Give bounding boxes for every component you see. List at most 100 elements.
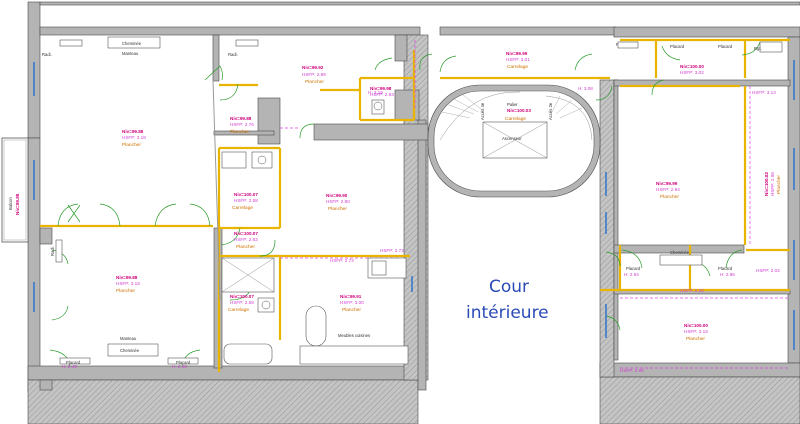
plan-label: Niv=100.07 <box>230 294 254 299</box>
plan-label: Plancher <box>230 129 249 135</box>
plan-label: HSFP: 3.18 <box>122 135 146 140</box>
plan-label: Plancher <box>122 142 141 148</box>
plan-shape <box>51 305 69 321</box>
plan-label: Niv=99.88 <box>116 275 138 280</box>
corridor-hsfp-1: HSFP: 2.73 <box>330 258 354 263</box>
balcony-label: Balcon <box>8 197 13 210</box>
closet-left-2: Placard <box>176 360 191 365</box>
plan-shape <box>299 123 315 139</box>
plan-shape <box>223 343 273 365</box>
plan-shape <box>57 203 79 227</box>
plan-shape <box>605 251 621 267</box>
plan-shape <box>51 249 69 265</box>
stair-well: Palier Niv=100.03 Carrelage Ascenseur Ac… <box>427 84 601 198</box>
plan-label: Niv=99.88 <box>122 129 144 134</box>
plan-shape <box>595 85 613 101</box>
closet-right-4: Placard <box>718 266 733 271</box>
plan-shape <box>599 376 800 424</box>
plan-label: Plancher <box>236 244 255 250</box>
plan-label: Niv=100.00 <box>684 323 708 328</box>
height-markers: H: 2.45 H: 2.48 H: 2.94 H: 2.86 H: 3.19 … <box>62 86 780 373</box>
bottom-hsfp: HSFP: 2.98 <box>620 368 644 373</box>
plan-label: Plancher <box>776 175 782 194</box>
plan-label: Plancher <box>328 206 347 212</box>
fireplace-top <box>107 36 161 49</box>
plan-shape <box>439 91 521 141</box>
plan-shape <box>67 204 81 223</box>
plan-shape <box>555 99 573 115</box>
plan-label: HSFP: 3.18 <box>684 329 708 334</box>
plan-label: HSFP: 3.02 <box>680 70 704 75</box>
plan-shape <box>27 379 419 424</box>
plan-shape <box>574 53 593 71</box>
plan-label: Carrelage <box>228 307 249 313</box>
closet-right-1: Placard <box>670 44 685 49</box>
closet-left-1: Placard <box>66 360 81 365</box>
plan-label: Niv=100.00 <box>680 64 704 69</box>
closet-right-3: Placard <box>626 266 641 271</box>
plan-shape <box>221 151 247 169</box>
plan-shape <box>204 65 223 81</box>
plan-label: HSFP: 2.98 <box>770 172 775 196</box>
right-hsfp: HSFP: 3.13 <box>752 90 776 95</box>
plan-shape <box>167 357 199 365</box>
wc-height: H: 3.19 <box>368 90 383 95</box>
plan-shape <box>374 57 393 71</box>
plan-label: HSFP: 2.94 <box>656 187 680 192</box>
closet-right-2: Placard <box>718 44 733 49</box>
plan-label: HSFP: 2.76 <box>230 122 254 127</box>
right-hsfp-2: HSFP: 2.02 <box>756 268 780 273</box>
plan-label: Niv=99.91 <box>340 294 362 299</box>
kitchen-label: Meubles cuisines <box>338 333 370 338</box>
plan-shape <box>212 34 220 82</box>
mantel-top-label: Manteau <box>122 51 139 56</box>
plan-shape <box>741 41 761 56</box>
plan-shape <box>621 249 643 269</box>
plan-shape <box>559 107 583 119</box>
plan-label: HSFP: 2.98 <box>302 72 326 77</box>
plan-shape <box>39 227 53 245</box>
fireplace-right-label: Cheminée <box>670 250 690 255</box>
radiator-3: Radi. <box>50 246 55 256</box>
plan-shape <box>39 26 421 36</box>
plan-shape <box>759 41 783 53</box>
plan-label: HSFP: 3.01 <box>506 57 530 62</box>
mantel-bottom-label: Manteau <box>120 336 137 341</box>
courtyard-label-1: Cour <box>489 277 529 297</box>
plan-shape <box>259 239 276 257</box>
plan-shape <box>605 315 621 331</box>
plan-shape <box>27 365 419 381</box>
fireplace-bottom-label: Cheminée <box>120 348 140 353</box>
plan-shape <box>651 79 665 96</box>
landing-height: H: 3.08 <box>578 86 593 91</box>
corridor-hsfp-3: HSFP: 2.92 <box>680 288 704 293</box>
closet-height-3: H: 2.94 <box>624 272 639 277</box>
stair-down-label: Accès 2e <box>548 102 553 120</box>
plan-shape <box>441 111 471 119</box>
fireplace-top-label: Cheminée <box>122 41 142 46</box>
plan-shape <box>257 97 281 145</box>
balcony: Balcon Niv=99.88 <box>1 137 29 243</box>
plan-label: HSFP: 3.00 <box>340 300 364 305</box>
plan-label: Niv=100.07 <box>234 231 258 236</box>
plan-label: Niv=99.88 <box>230 116 252 121</box>
plan-shape <box>99 203 121 227</box>
plan-shape <box>394 89 420 121</box>
plan-label: Niv=99.90 <box>326 193 348 198</box>
plan-shape <box>1 137 29 243</box>
plan-shape <box>213 130 275 136</box>
plan-label: Carrelage <box>232 205 253 211</box>
plan-shape <box>154 203 177 227</box>
plan-shape <box>313 123 429 141</box>
plan-label: Plancher <box>305 79 324 85</box>
plan-label: Niv=99.98 <box>370 86 392 91</box>
plan-shape <box>613 26 800 38</box>
plan-label: HSFP: 2.63 <box>234 237 258 242</box>
plan-label: Plancher <box>660 194 679 200</box>
